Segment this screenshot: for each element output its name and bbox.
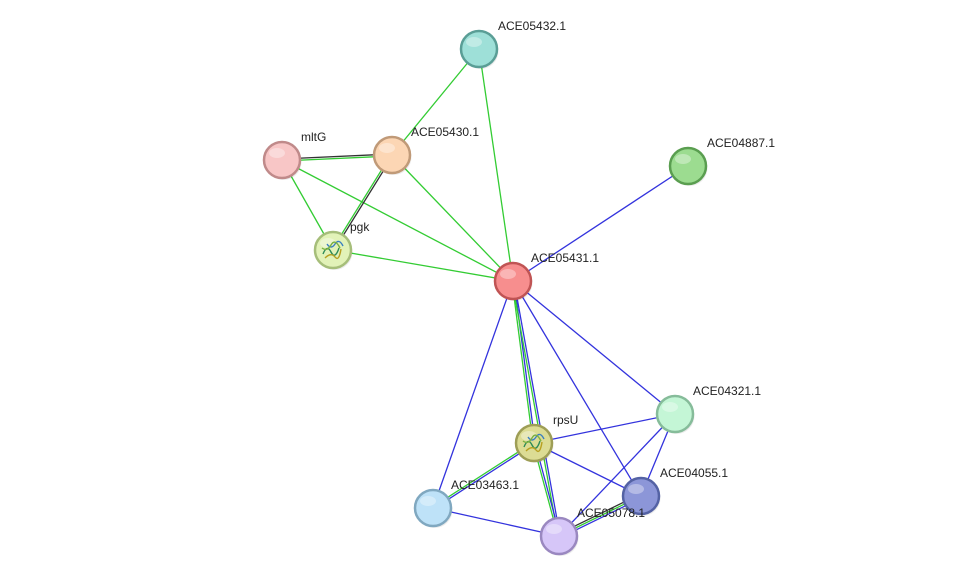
edge-strand bbox=[432, 441, 534, 508]
node-ACE04055.1[interactable]: ACE04055.1 bbox=[621, 466, 728, 516]
node-ACE05432.1[interactable]: ACE05432.1 bbox=[459, 19, 566, 69]
node-rpsU[interactable]: rpsU bbox=[514, 413, 578, 463]
edge-ACE04321.1-ACE05078.1[interactable] bbox=[558, 413, 676, 537]
node-ACE05078.1[interactable]: ACE05078.1 bbox=[539, 506, 645, 556]
node-highlight bbox=[320, 238, 336, 248]
node-highlight bbox=[500, 269, 516, 279]
node-label: ACE05430.1 bbox=[411, 125, 479, 139]
node-circle[interactable] bbox=[668, 146, 708, 186]
node-highlight bbox=[379, 143, 395, 153]
node-highlight bbox=[662, 402, 678, 412]
edge-rpsU-ACE04055.1[interactable] bbox=[533, 442, 642, 497]
edge-strand bbox=[432, 507, 560, 537]
edge-strand bbox=[478, 48, 514, 282]
edge-strand bbox=[512, 280, 676, 415]
edge-ACE04887.1-ACE05431.1[interactable] bbox=[512, 165, 689, 282]
edge-mltG-ACE05431.1[interactable] bbox=[281, 159, 514, 282]
node-label: mltG bbox=[301, 130, 326, 144]
protein-structure-icon bbox=[522, 433, 545, 453]
node-label: rpsU bbox=[553, 413, 578, 427]
edge-strand bbox=[513, 280, 536, 443]
edge-rpsU-ACE04321.1[interactable] bbox=[533, 413, 676, 444]
node-ACE04321.1[interactable]: ACE04321.1 bbox=[655, 384, 761, 434]
edge-ACE05431.1-ACE05078.1[interactable] bbox=[511, 280, 561, 537]
node-label: ACE04887.1 bbox=[707, 136, 775, 150]
node-highlight bbox=[420, 496, 436, 506]
node-pgk[interactable]: pgk bbox=[313, 220, 370, 270]
edge-strand bbox=[432, 280, 514, 509]
node-label: ACE03463.1 bbox=[451, 478, 519, 492]
edge-ACE03463.1-ACE05078.1[interactable] bbox=[432, 507, 560, 537]
node-ACE04887.1[interactable]: ACE04887.1 bbox=[668, 136, 775, 186]
node-label: ACE05432.1 bbox=[498, 19, 566, 33]
node-circle[interactable] bbox=[459, 29, 499, 69]
edge-ACE05432.1-ACE05431.1[interactable] bbox=[478, 48, 514, 282]
node-highlight bbox=[546, 524, 562, 534]
edge-ACE05430.1-ACE05431.1[interactable] bbox=[391, 154, 514, 282]
node-highlight bbox=[269, 148, 285, 158]
node-circle[interactable] bbox=[262, 140, 302, 180]
structure-strand bbox=[525, 441, 543, 453]
edge-strand bbox=[513, 280, 561, 536]
node-label: ACE04055.1 bbox=[660, 466, 728, 480]
protein-structure-icon bbox=[321, 240, 344, 260]
node-circle[interactable] bbox=[539, 516, 579, 556]
edge-strand bbox=[512, 165, 689, 282]
node-circle[interactable] bbox=[514, 423, 554, 463]
node-mltG[interactable]: mltG bbox=[262, 130, 326, 180]
structure-strand bbox=[321, 241, 341, 251]
edge-strand bbox=[281, 159, 514, 282]
node-ACE05430.1[interactable]: ACE05430.1 bbox=[372, 125, 479, 175]
edge-ACE05431.1-rpsU[interactable] bbox=[511, 280, 536, 444]
edge-strand bbox=[533, 442, 642, 497]
node-circle[interactable] bbox=[313, 230, 353, 270]
node-label: ACE05078.1 bbox=[577, 506, 645, 520]
edge-strand bbox=[391, 48, 480, 156]
edge-strand bbox=[391, 154, 514, 282]
node-label: pgk bbox=[350, 220, 370, 234]
edge-strand bbox=[511, 281, 534, 444]
node-highlight bbox=[466, 37, 482, 47]
node-ACE05431.1[interactable]: ACE05431.1 bbox=[493, 251, 599, 301]
edges-layer bbox=[281, 48, 689, 539]
edge-pgk-ACE05431.1[interactable] bbox=[332, 249, 514, 282]
edge-ACE05431.1-ACE04321.1[interactable] bbox=[512, 280, 676, 415]
node-highlight bbox=[521, 431, 537, 441]
node-circle[interactable] bbox=[621, 476, 661, 516]
node-highlight bbox=[675, 154, 691, 164]
edge-ACE05431.1-ACE04055.1[interactable] bbox=[512, 280, 642, 497]
edge-strand bbox=[512, 280, 642, 497]
node-highlight bbox=[628, 484, 644, 494]
structure-strand bbox=[522, 434, 542, 444]
edge-strand bbox=[558, 413, 676, 537]
edge-strand bbox=[433, 443, 535, 510]
edge-strand bbox=[511, 281, 559, 537]
node-label: ACE04321.1 bbox=[693, 384, 761, 398]
node-circle[interactable] bbox=[493, 261, 533, 301]
node-circle[interactable] bbox=[372, 135, 412, 175]
edge-rpsU-ACE03463.1[interactable] bbox=[432, 441, 535, 510]
node-label: ACE05431.1 bbox=[531, 251, 599, 265]
node-circle[interactable] bbox=[655, 394, 695, 434]
node-ACE03463.1[interactable]: ACE03463.1 bbox=[413, 478, 519, 528]
edge-strand bbox=[332, 249, 514, 282]
structure-strand bbox=[324, 248, 342, 260]
node-circle[interactable] bbox=[413, 488, 453, 528]
edge-ACE05432.1-ACE05430.1[interactable] bbox=[391, 48, 480, 156]
edge-strand bbox=[533, 413, 676, 444]
edge-ACE05431.1-ACE03463.1[interactable] bbox=[432, 280, 514, 509]
